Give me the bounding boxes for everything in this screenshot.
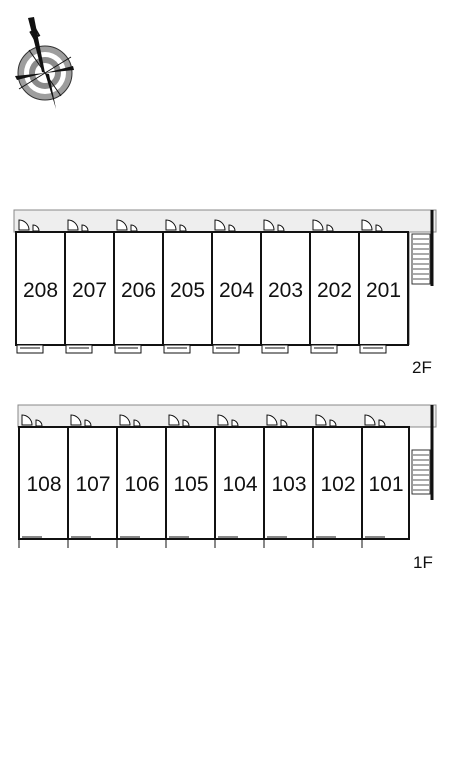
unit-number-201: 201 — [366, 279, 401, 302]
door-icon — [119, 414, 131, 426]
door-icon — [214, 219, 226, 231]
unit-1f-107: 107 — [67, 414, 118, 548]
door-icon — [116, 219, 128, 231]
floor-label-1f: 1F — [413, 553, 433, 572]
door-icon — [266, 414, 278, 426]
unit-number-204: 204 — [219, 279, 254, 302]
unit-number-107: 107 — [75, 473, 110, 496]
unit-2f-206: 206 — [113, 219, 164, 354]
unit-number-105: 105 — [173, 473, 208, 496]
stairs-icon-2f — [411, 233, 431, 285]
door-icon — [326, 224, 334, 232]
unit-2f-201: 201 — [358, 219, 409, 354]
balcony-icon — [212, 344, 240, 354]
door-icon — [315, 414, 327, 426]
unit-number-108: 108 — [26, 473, 61, 496]
unit-1f-108: 108 — [18, 414, 69, 548]
door-icon — [228, 224, 236, 232]
door-icon — [165, 219, 177, 231]
unit-number-102: 102 — [320, 473, 355, 496]
door-icon — [133, 419, 141, 427]
unit-number-207: 207 — [72, 279, 107, 302]
unit-number-208: 208 — [23, 279, 58, 302]
door-icon — [277, 224, 285, 232]
balcony-icon — [16, 344, 44, 354]
floor-2f: 208 207 206 — [13, 209, 437, 377]
door-icon — [81, 224, 89, 232]
unit-1f-101: 101 — [361, 414, 410, 540]
door-icon — [263, 219, 275, 231]
unit-number-203: 203 — [268, 279, 303, 302]
balcony-icon — [310, 344, 338, 354]
door-icon — [375, 224, 383, 232]
door-icon — [378, 419, 386, 427]
door-icon — [231, 419, 239, 427]
balcony-icon — [65, 344, 93, 354]
door-icon — [21, 414, 33, 426]
compass-north-label: N — [27, 25, 43, 43]
door-icon — [217, 414, 229, 426]
unit-1f-105: 105 — [165, 414, 216, 548]
unit-number-206: 206 — [121, 279, 156, 302]
door-icon — [179, 224, 187, 232]
door-icon — [364, 414, 376, 426]
door-icon — [32, 224, 40, 232]
door-icon — [18, 219, 30, 231]
door-icon — [70, 414, 82, 426]
unit-2f-203: 203 — [260, 219, 311, 354]
stairs-icon-1f — [411, 449, 431, 495]
door-icon — [312, 219, 324, 231]
unit-1f-102: 102 — [312, 414, 363, 548]
unit-number-205: 205 — [170, 279, 205, 302]
door-icon — [84, 419, 92, 427]
unit-number-101: 101 — [368, 473, 403, 496]
door-icon — [35, 419, 43, 427]
unit-number-106: 106 — [124, 473, 159, 496]
unit-1f-104: 104 — [214, 414, 265, 548]
balcony-icon — [359, 344, 387, 354]
unit-2f-204: 204 — [211, 219, 262, 354]
door-icon — [168, 414, 180, 426]
unit-2f-205: 205 — [162, 219, 213, 354]
balcony-icon — [114, 344, 142, 354]
door-icon — [361, 219, 373, 231]
floor-label-2f: 2F — [412, 358, 432, 377]
door-icon — [280, 419, 288, 427]
door-icon — [182, 419, 190, 427]
balcony-icon — [163, 344, 191, 354]
door-icon — [329, 419, 337, 427]
door-icon — [67, 219, 79, 231]
unit-1f-106: 106 — [116, 414, 167, 548]
north-arrow-icon: N — [15, 17, 74, 109]
unit-2f-202: 202 — [309, 219, 360, 354]
unit-2f-207: 207 — [64, 219, 115, 354]
unit-number-103: 103 — [271, 473, 306, 496]
floor-1f: 108 107 106 — [17, 404, 437, 572]
balcony-icon — [261, 344, 289, 354]
door-icon — [130, 224, 138, 232]
unit-number-104: 104 — [222, 473, 257, 496]
unit-2f-208: 208 — [15, 219, 66, 354]
unit-1f-103: 103 — [263, 414, 314, 548]
unit-number-202: 202 — [317, 279, 352, 302]
